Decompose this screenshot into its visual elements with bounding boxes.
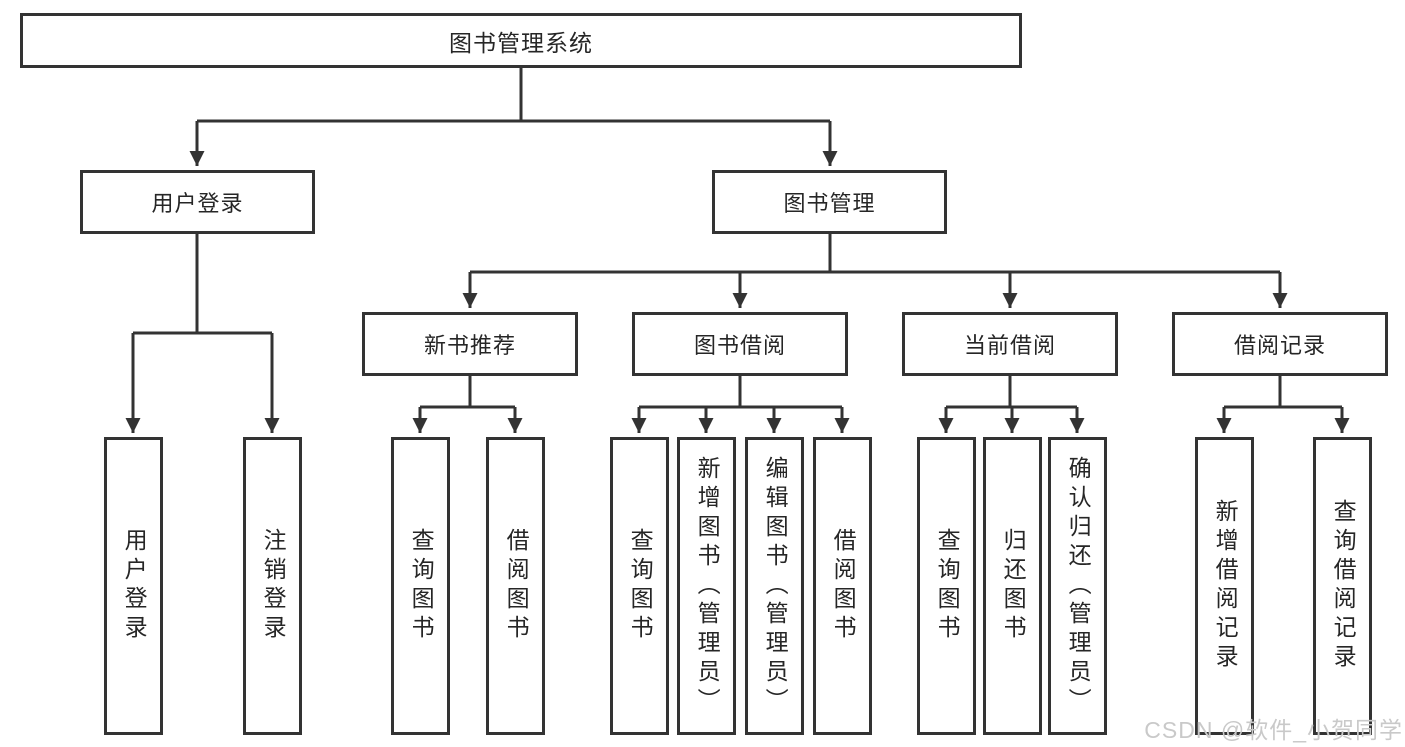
leaf-query-books-recommend-label: 查询图书 [408, 528, 435, 644]
leaf-query-books-borrow-label: 查询图书 [627, 528, 654, 644]
leaf-logout-label: 注销登录 [260, 528, 287, 644]
leaf-user-login: 用户登录 [104, 437, 163, 735]
leaf-logout: 注销登录 [243, 437, 302, 735]
node-current-borrow: 当前借阅 [902, 312, 1118, 376]
node-borrow-record: 借阅记录 [1172, 312, 1388, 376]
node-user-login-label: 用户登录 [151, 191, 244, 216]
node-book-borrow-label: 图书借阅 [693, 333, 786, 358]
leaf-add-books-admin: 新增图书（管理员） [677, 437, 736, 735]
leaf-query-books-current: 查询图书 [917, 437, 976, 735]
node-current-borrow-label: 当前借阅 [963, 333, 1056, 358]
leaf-query-borrow-record: 查询借阅记录 [1313, 437, 1372, 735]
node-user-login: 用户登录 [80, 170, 315, 234]
node-book-management-label: 图书管理 [783, 191, 876, 216]
watermark: CSDN @软件_小贺同学 [1144, 717, 1403, 743]
leaf-user-login-label: 用户登录 [121, 528, 148, 644]
leaf-borrow-books-recommend-label: 借阅图书 [503, 528, 530, 644]
leaf-confirm-return-admin-label: 确认归还（管理员） [1065, 455, 1092, 717]
node-new-book-recommend: 新书推荐 [362, 312, 578, 376]
leaf-edit-books-admin: 编辑图书（管理员） [745, 437, 804, 735]
leaf-borrow-books: 借阅图书 [813, 437, 872, 735]
leaf-query-books-recommend: 查询图书 [391, 437, 450, 735]
node-new-book-recommend-label: 新书推荐 [423, 333, 516, 358]
node-book-management: 图书管理 [712, 170, 947, 234]
leaf-return-books-label: 归还图书 [1000, 528, 1027, 644]
node-book-borrow: 图书借阅 [632, 312, 848, 376]
leaf-return-books: 归还图书 [983, 437, 1042, 735]
leaf-borrow-books-recommend: 借阅图书 [486, 437, 545, 735]
leaf-add-borrow-record-label: 新增借阅记录 [1212, 499, 1239, 673]
leaf-query-books-current-label: 查询图书 [934, 528, 961, 644]
leaf-borrow-books-label: 借阅图书 [830, 528, 857, 644]
leaf-query-books-borrow: 查询图书 [610, 437, 669, 735]
leaf-add-borrow-record: 新增借阅记录 [1195, 437, 1254, 735]
node-borrow-record-label: 借阅记录 [1233, 333, 1326, 358]
leaf-query-borrow-record-label: 查询借阅记录 [1330, 499, 1357, 673]
leaf-add-books-admin-label: 新增图书（管理员） [694, 455, 721, 717]
root-node: 图书管理系统 [20, 13, 1022, 68]
root-node-label: 图书管理系统 [449, 29, 593, 56]
leaf-edit-books-admin-label: 编辑图书（管理员） [762, 455, 789, 717]
leaf-confirm-return-admin: 确认归还（管理员） [1048, 437, 1107, 735]
